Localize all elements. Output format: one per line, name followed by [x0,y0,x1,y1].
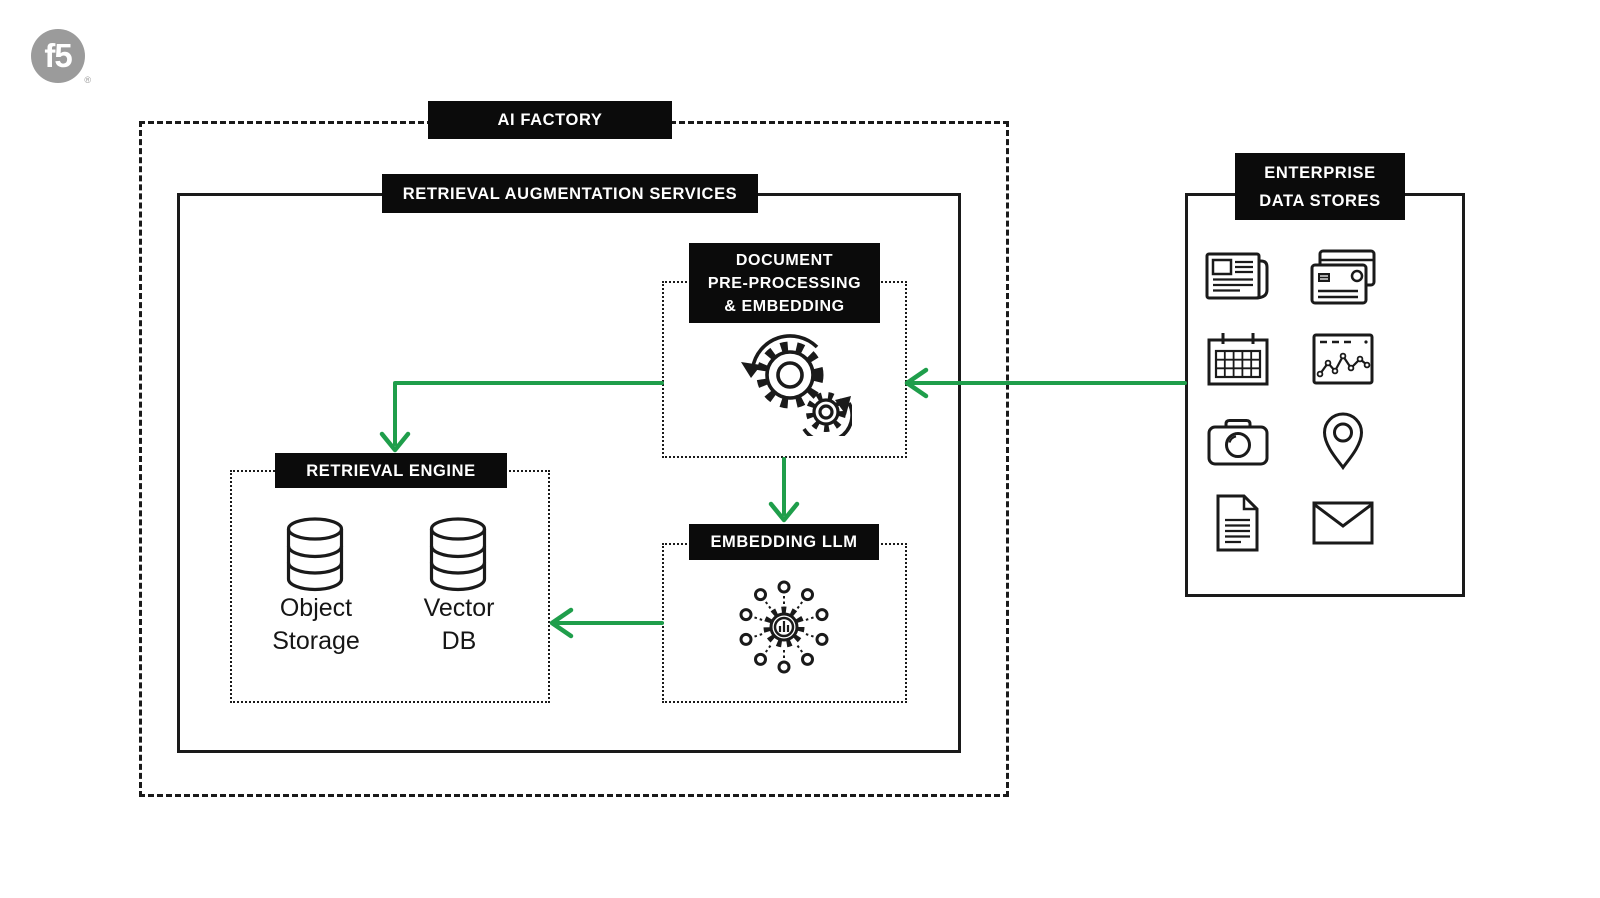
label-line: EMBEDDING LLM [710,533,858,551]
envelope-icon [1312,501,1373,545]
retrieval-engine-box [230,470,550,703]
newspaper-icon [1205,252,1268,300]
label-line: ENTERPRISE [1264,163,1376,182]
enterprise-icons-grid [1185,236,1395,564]
document-icon [1216,494,1259,552]
label-line: DOCUMENT [735,251,834,269]
analytics-icon [1312,333,1373,385]
gears-cycle-icon [741,334,852,436]
label-line: RETRIEVAL ENGINE [306,461,476,480]
location-pin-icon [1322,412,1363,470]
label-line: DB [441,627,477,655]
label-line: & EMBEDDING [724,297,845,315]
vector-db-label: Vector DB [379,592,539,658]
label-line: PRE-PROCESSING [707,274,862,292]
label-line: Vector [423,594,495,622]
embedding-llm-label: EMBEDDING LLM [689,524,879,560]
camera-icon [1207,419,1268,466]
retrieval-augmentation-services-label: RETRIEVAL AUGMENTATION SERVICES [382,174,758,213]
label-line: Storage [272,627,360,655]
retrieval-engine-label: RETRIEVAL ENGINE [275,453,507,488]
label-line: Object [279,594,353,622]
f5-logo-text: f5 [44,37,72,74]
database-icon [429,517,487,592]
f5-logo: f5 ® [31,29,91,85]
document-preprocessing-label: DOCUMENT PRE-PROCESSING & EMBEDDING [689,243,880,323]
credit-cards-icon [1310,249,1375,305]
ai-factory-label: AI FACTORY [428,101,672,139]
gear-network-icon [739,580,829,674]
label-line: DATA STORES [1259,191,1381,210]
label-line: AI FACTORY [497,111,603,129]
database-icon [286,517,344,592]
object-storage-label: Object Storage [236,592,396,658]
registered-trademark: ® [84,75,91,85]
label-line: RETRIEVAL AUGMENTATION SERVICES [402,184,738,203]
enterprise-data-stores-label: ENTERPRISE DATA STORES [1235,153,1405,220]
calendar-icon [1207,333,1268,386]
